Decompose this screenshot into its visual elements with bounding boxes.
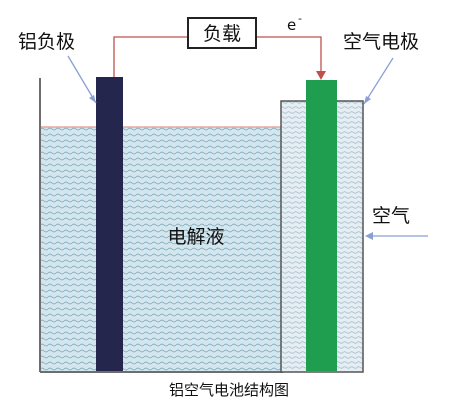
electrolyte bbox=[41, 127, 281, 371]
anode-pointer bbox=[67, 55, 97, 104]
anode-plate bbox=[96, 77, 123, 371]
current-arrow-head bbox=[316, 71, 326, 80]
air-label: 空气 bbox=[372, 205, 410, 227]
anode-label: 铝负极 bbox=[18, 31, 75, 53]
cathode-core bbox=[306, 80, 337, 371]
cathode-pointer-head bbox=[364, 96, 371, 104]
air-arrow-head bbox=[365, 232, 373, 240]
electrolyte-label: 电解液 bbox=[167, 226, 224, 248]
electron-charge: - bbox=[298, 12, 302, 25]
external-wire-right bbox=[256, 36, 322, 77]
electron-label: e bbox=[287, 16, 296, 34]
cathode-label: 空气电极 bbox=[343, 31, 419, 53]
caption: 铝空气电池结构图 bbox=[169, 381, 289, 399]
load-label: 负载 bbox=[203, 23, 241, 45]
load-box bbox=[187, 17, 257, 49]
anode-pointer-head bbox=[89, 95, 96, 103]
cathode-pointer bbox=[363, 57, 394, 105]
external-wire bbox=[113, 36, 188, 77]
